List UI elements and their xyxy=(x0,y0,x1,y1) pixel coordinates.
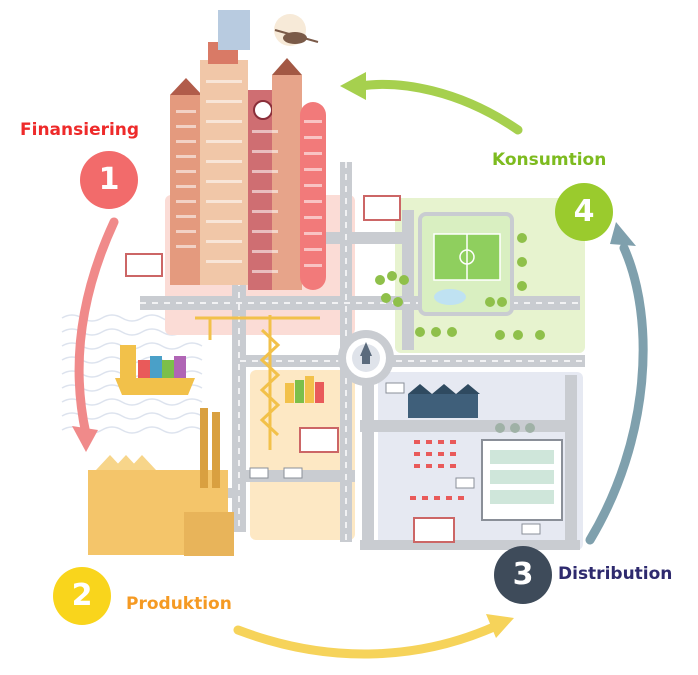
arrow-4-to-1-head xyxy=(340,72,366,100)
construction-crane xyxy=(195,315,320,450)
stage-1-number: 1 xyxy=(98,162,120,197)
stage-2-number: 2 xyxy=(71,578,93,613)
stage-4-badge: 4 xyxy=(555,183,613,241)
cargo-ship xyxy=(115,345,195,395)
park-trees xyxy=(375,233,545,340)
parking-lot xyxy=(410,440,464,500)
production-zone xyxy=(250,370,355,540)
tower-windows xyxy=(176,80,322,273)
financial-towers xyxy=(170,10,326,290)
stage-4-label: Konsumtion xyxy=(492,150,607,170)
shopping-mall xyxy=(481,423,563,521)
delivery-trucks xyxy=(249,382,541,535)
arrow-3-to-4-head xyxy=(610,222,636,246)
stage-1-label: Finansiering xyxy=(20,120,140,140)
arrow-3-to-4 xyxy=(585,243,648,545)
stage-3-number: 3 xyxy=(512,557,534,592)
stage-3-label: Distribution xyxy=(558,564,673,584)
arrow-1-to-2 xyxy=(74,217,119,439)
arrow-2-to-3-head xyxy=(486,614,514,638)
helicopter xyxy=(274,14,319,46)
stage-3-badge: 3 xyxy=(494,546,552,604)
stage-2-label: Produktion xyxy=(126,594,232,614)
arrow-4-to-1 xyxy=(355,79,523,135)
cargo-containers xyxy=(285,376,324,403)
stage-4-number: 4 xyxy=(573,194,595,229)
factory xyxy=(88,408,234,556)
townhouses xyxy=(408,384,480,418)
football-field xyxy=(418,212,514,316)
roundabout xyxy=(338,330,394,386)
arrow-1-to-2-head xyxy=(72,426,98,452)
arrow-2-to-3 xyxy=(233,621,501,659)
stage-2-badge: 2 xyxy=(53,567,111,625)
stage-1-badge: 1 xyxy=(80,151,138,209)
